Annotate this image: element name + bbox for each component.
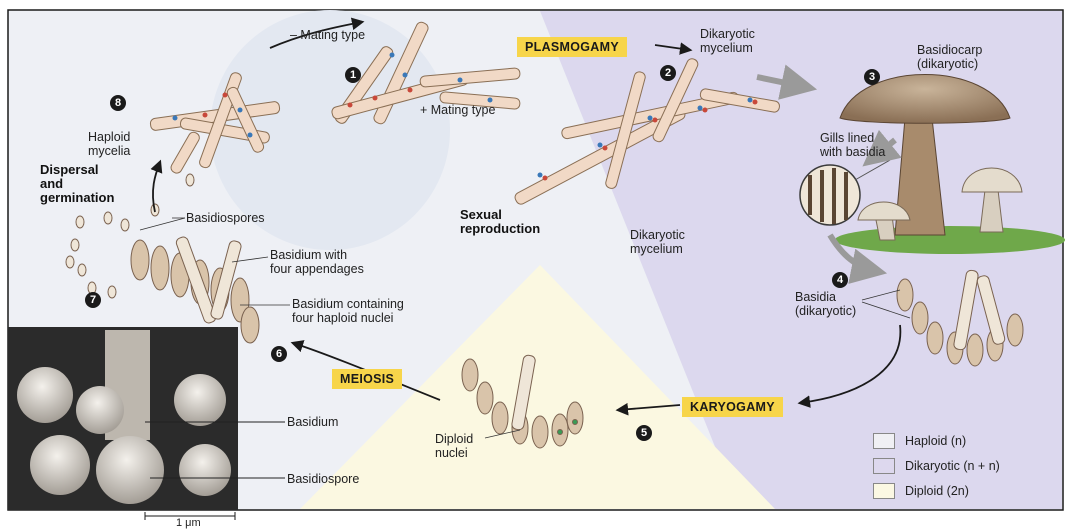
legend-label-haploid: Haploid (n) (905, 434, 966, 448)
step-3-marker: 3 (864, 69, 880, 85)
basidiocarp-label: Basidiocarp (dikaryotic) (917, 43, 982, 71)
step-7-marker: 7 (85, 292, 101, 308)
plus-mating-type-label: + Mating type (420, 103, 495, 117)
karyogamy-label: KARYOGAMY (682, 397, 783, 417)
step-1-marker: 1 (345, 67, 361, 83)
dikaryotic-mycelium-top-label: Dikaryotic mycelium (700, 27, 755, 55)
basidium-four-appendages-label: Basidium with four appendages (270, 248, 364, 276)
haploid-mycelia-label: Haploid mycelia (88, 130, 130, 158)
legend-label-dikaryotic: Dikaryotic (n + n) (905, 459, 1000, 473)
plasmogamy-label: PLASMOGAMY (517, 37, 627, 57)
scale-label: 1 μm (176, 516, 201, 530)
step-6-marker: 6 (271, 346, 287, 362)
legend-swatch-diploid (873, 483, 895, 499)
dikaryotic-mycelium-mid-label: Dikaryotic mycelium (630, 228, 685, 256)
minus-mating-type-label: – Mating type (290, 28, 365, 42)
legend-label-diploid: Diploid (2n) (905, 484, 969, 498)
basidiospores-label: Basidiospores (186, 211, 265, 225)
gills-label: Gills lined with basidia (820, 131, 885, 159)
legend-swatch-haploid (873, 433, 895, 449)
basidium-label: Basidium (287, 415, 338, 429)
basidia-dikaryotic-label: Basidia (dikaryotic) (795, 290, 856, 318)
legend-swatch-dikaryotic (873, 458, 895, 474)
diploid-nuclei-label: Diploid nuclei (435, 432, 473, 460)
basidiospore-label: Basidiospore (287, 472, 359, 486)
basidium-haploid-nuclei-label: Basidium containing four haploid nuclei (292, 297, 404, 325)
step-4-marker: 4 (832, 272, 848, 288)
step-8-marker: 8 (110, 95, 126, 111)
sexual-reproduction-label: Sexual reproduction (460, 208, 540, 236)
step-2-marker: 2 (660, 65, 676, 81)
dispersal-germination-label: Dispersal and germination (40, 163, 114, 205)
step-5-marker: 5 (636, 425, 652, 441)
meiosis-label: MEIOSIS (332, 369, 402, 389)
